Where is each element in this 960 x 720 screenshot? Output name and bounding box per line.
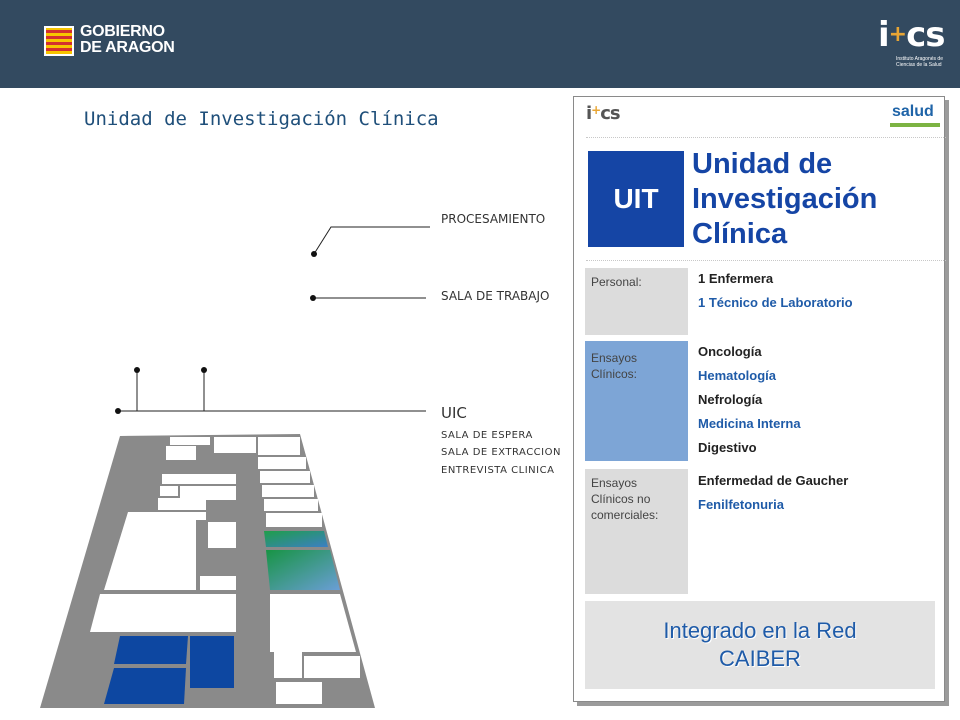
caiber-line: CAIBER	[719, 646, 801, 671]
panel-title-line: Unidad de	[692, 148, 833, 180]
leader-line-procesamiento	[313, 226, 430, 255]
room	[208, 522, 236, 548]
room	[304, 656, 360, 678]
list-item: 1 Enfermera	[698, 271, 774, 286]
room	[158, 498, 206, 510]
room	[214, 437, 256, 453]
room	[90, 594, 236, 632]
label-sala-extraccion: SALA DE EXTRACCION	[441, 447, 561, 458]
room	[162, 474, 236, 484]
room	[264, 499, 318, 511]
rooms	[90, 437, 360, 704]
label-entrevista-clinica: ENTREVISTA CLINICA	[441, 465, 555, 476]
building-footprint	[40, 434, 375, 708]
leader-dot-sala-trabajo	[310, 295, 316, 301]
room	[274, 652, 302, 678]
list-item: 1 Técnico de Laboratorio	[698, 295, 853, 310]
room	[262, 485, 314, 497]
leader-dot-uic-a	[134, 367, 140, 373]
header-bar: GOBIERNO DE ARAGON i+cs Instituto Aragon…	[0, 0, 960, 88]
room	[258, 457, 306, 469]
list-item: Nefrología	[698, 392, 763, 407]
page-title: Unidad de Investigación Clínica	[84, 108, 439, 130]
highlight-room-uic-3	[104, 668, 186, 704]
room	[180, 486, 236, 500]
label-uic: UIC	[441, 404, 467, 422]
panel-title-line: Investigación	[692, 183, 878, 215]
panel-title: Unidad de Investigación Clínica	[692, 147, 932, 252]
leader-dot-uic	[115, 408, 121, 414]
ics-logo: i+cs Instituto Aragonés de Ciencias de l…	[876, 16, 956, 72]
room	[166, 446, 196, 460]
leader-dot-procesamiento	[311, 251, 317, 257]
label-sala-espera: SALA DE ESPERA	[441, 430, 533, 441]
room	[258, 437, 300, 455]
uit-badge: UIT	[588, 151, 684, 247]
ics-logo-mark: i+cs	[878, 15, 945, 55]
list-item: Fenilfetonuria	[698, 497, 784, 512]
label-sala-trabajo: SALA DE TRABAJO	[441, 289, 550, 303]
highlight-room-sala-trabajo	[266, 550, 340, 590]
row-label-ensayos-no-comerciales: Ensayos Clínicos no comerciales:	[585, 469, 688, 594]
room	[260, 471, 310, 483]
caiber-text: Integrado en la Red CAIBER	[585, 617, 935, 673]
list-item: Enfermedad de Gaucher	[698, 473, 849, 488]
panel-divider	[586, 260, 946, 261]
panel-title-line: Clínica	[692, 218, 788, 250]
caiber-line: Integrado en la Red	[663, 618, 857, 643]
list-item: Hematología	[698, 368, 777, 383]
room	[196, 512, 206, 520]
gobierno-aragon-logo: GOBIERNO DE ARAGON	[44, 24, 184, 60]
room	[170, 437, 210, 445]
list-item: Digestivo	[698, 440, 757, 455]
gov-logo-line1: GOBIERNO	[80, 23, 165, 40]
gov-logo-line2: DE ARAGON	[80, 39, 175, 56]
panel-divider	[586, 137, 946, 138]
row-label-ensayos-clinicos: Ensayos Clínicos:	[585, 341, 688, 461]
gov-logo-text: GOBIERNO DE ARAGON	[80, 24, 175, 56]
highlight-room-uic-1	[114, 636, 188, 664]
aragon-flag-icon	[44, 26, 74, 56]
list-item: Oncología	[698, 344, 762, 359]
salud-logo: salud	[888, 101, 942, 129]
label-procesamiento: PROCESAMIENTO	[441, 212, 546, 226]
ics-logo-subtitle: Instituto Aragonés de Ciencias de la Sal…	[896, 56, 943, 68]
leader-dot-uic-b	[201, 367, 207, 373]
row-label-personal: Personal:	[585, 268, 688, 335]
highlight-room-uic-2	[190, 636, 234, 688]
room	[160, 486, 178, 496]
highlight-room-procesamiento	[264, 531, 328, 547]
room	[270, 594, 356, 652]
caiber-box: Integrado en la Red CAIBER	[585, 601, 935, 689]
panel-ics-logo: i+cs	[586, 103, 621, 124]
room	[276, 682, 322, 704]
room	[104, 512, 196, 590]
room	[266, 513, 322, 527]
list-item: Medicina Interna	[698, 416, 801, 431]
room	[200, 576, 236, 590]
salud-logo-text: salud	[892, 103, 934, 120]
info-panel: i+cs salud UIT Unidad de Investigación C…	[573, 96, 946, 702]
salud-logo-bar	[890, 123, 940, 127]
